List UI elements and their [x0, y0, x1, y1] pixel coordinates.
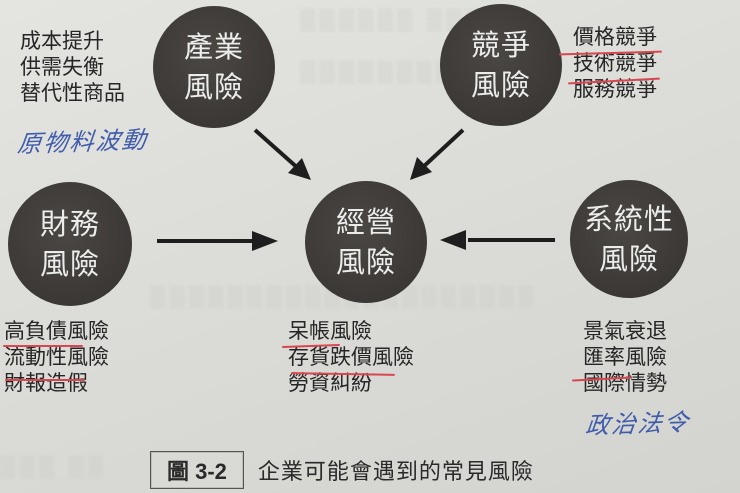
red-underline — [3, 345, 83, 347]
competition-item: 價格競爭 — [573, 25, 657, 49]
arrow-financial-to-center — [157, 231, 278, 251]
industry-item: 成本提升 — [20, 29, 104, 53]
industry-item: 供需失衡 — [20, 55, 104, 79]
red-underline — [5, 379, 85, 381]
operating-item: 呆帳風險 — [288, 319, 372, 343]
node-label: 經營 — [335, 205, 396, 239]
systematic-item: 國際情勢 — [583, 371, 667, 395]
node-label: 風險 — [598, 242, 659, 276]
bleed-through-text: ▒▒▒ ▒▒ — [0, 455, 108, 479]
node-label: 產業 — [183, 30, 244, 64]
systematic-risk-node: 系統性 風險 — [570, 180, 688, 298]
financial-risk-node: 財務 風險 — [8, 182, 132, 306]
financial-risk-items: 高負債風險 流動性風險 財報造假 — [4, 318, 109, 396]
figure-title: 企業可能會遇到的常見風險 — [257, 460, 534, 485]
handwritten-note-industry: 原物料波動 — [15, 125, 150, 159]
operating-item: 存貨跌價風險 — [288, 345, 414, 369]
node-label: 財務 — [39, 207, 100, 241]
financial-item: 流動性風險 — [4, 345, 109, 369]
node-label: 風險 — [335, 245, 396, 279]
competition-item: 技術競爭 — [573, 51, 657, 75]
operating-risk-items: 呆帳風險 存貨跌價風險 勞資糾紛 — [288, 318, 414, 396]
figure-label: 圖 3-2 — [150, 451, 244, 489]
handwritten-note-systematic: 政治法令 — [584, 408, 692, 440]
operating-risk-node: 經營 風險 — [305, 181, 427, 303]
systematic-item: 景氣衰退 — [583, 319, 667, 343]
node-label: 風險 — [470, 68, 531, 102]
node-label: 競爭 — [470, 28, 531, 62]
systematic-risk-items: 景氣衰退 匯率風險 國際情勢 — [583, 318, 667, 396]
arrow-industry-to-center — [253, 128, 311, 180]
node-label: 系統性 — [583, 202, 674, 236]
industry-risk-node: 產業 風險 — [153, 6, 275, 128]
competition-risk-items: 價格競爭 技術競爭 服務競爭 — [573, 24, 657, 102]
industry-risk-items: 成本提升 供需失衡 替代性商品 — [20, 28, 125, 106]
node-label: 風險 — [183, 70, 244, 104]
arrow-competition-to-center — [410, 128, 465, 180]
arrow-systematic-to-center — [440, 230, 555, 250]
figure-caption: 圖 3-2 企業可能會遇到的常見風險 — [150, 451, 534, 489]
financial-item: 高負債風險 — [4, 319, 109, 343]
systematic-item: 匯率風險 — [583, 345, 667, 369]
node-label: 風險 — [39, 247, 100, 281]
industry-item: 替代性商品 — [20, 81, 125, 105]
financial-item: 財報造假 — [4, 371, 88, 395]
competition-risk-node: 競爭 風險 — [440, 4, 562, 126]
